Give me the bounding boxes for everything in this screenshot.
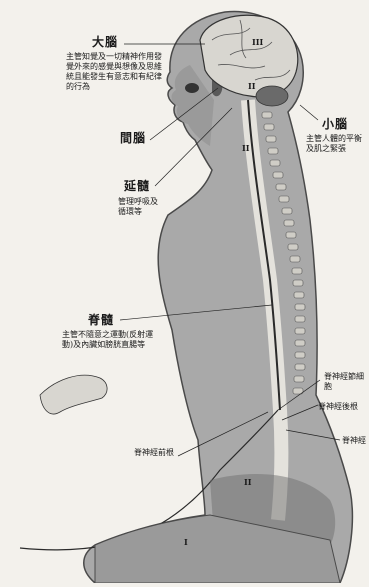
- cerebellum-title: 小腦: [322, 118, 348, 132]
- spinal-cord-title: 脊髓: [88, 314, 114, 328]
- roman-numeral-I: I: [184, 538, 188, 547]
- spinal-nerve-label: 脊神經: [342, 436, 366, 446]
- medulla-title: 延髓: [124, 180, 150, 194]
- roman-numeral-II-low: II: [244, 478, 251, 487]
- roman-numeral-II-top: II: [248, 82, 255, 91]
- roman-numeral-III: III: [252, 38, 263, 47]
- cerebrum-title: 大腦: [92, 36, 118, 50]
- ganglion-cell-label: 脊神經節細胞: [324, 372, 368, 392]
- dorsal-root-label: 脊神經後根: [318, 402, 358, 412]
- cerebrum-description: 主管知覺及一切精神作用發覺外來的感覺與想像及思維統且能發生有意志和有紀律的行為: [66, 52, 162, 92]
- medulla-description: 管理呼吸及循環等: [118, 197, 164, 217]
- eye-shape: [185, 83, 199, 93]
- diencephalon-label: 間腦: [120, 132, 146, 146]
- cerebellum-description: 主管人體的平衡及肌之緊張: [306, 134, 364, 154]
- cerebellum-shape: [256, 86, 288, 106]
- spinal-cord-description: 主管不隨意之運動(反射運動)及內臟如膀胱直腸等: [62, 330, 154, 350]
- ventral-root-label: 脊神經前根: [134, 448, 174, 458]
- hand-shape: [40, 375, 107, 414]
- roman-numeral-II-mid: II: [242, 144, 249, 153]
